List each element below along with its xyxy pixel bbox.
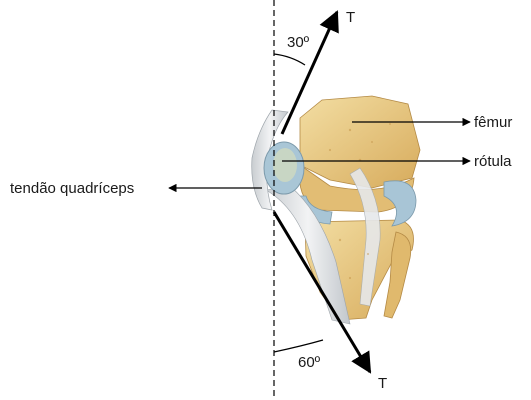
patella-inner	[273, 148, 297, 182]
patella-label: rótula	[474, 153, 512, 170]
angle-arc-bottom	[274, 340, 323, 352]
angle-arc-top	[274, 54, 305, 65]
quadriceps-tendon-label: tendão quadríceps	[10, 180, 134, 197]
angle-label-top: 30º	[287, 34, 310, 51]
force-label-top: T	[346, 9, 355, 26]
knee-illustration	[252, 96, 420, 324]
angle-label-bottom: 60º	[298, 354, 321, 371]
force-label-bottom: T	[378, 375, 387, 392]
femur-label: fêmur	[474, 114, 512, 131]
